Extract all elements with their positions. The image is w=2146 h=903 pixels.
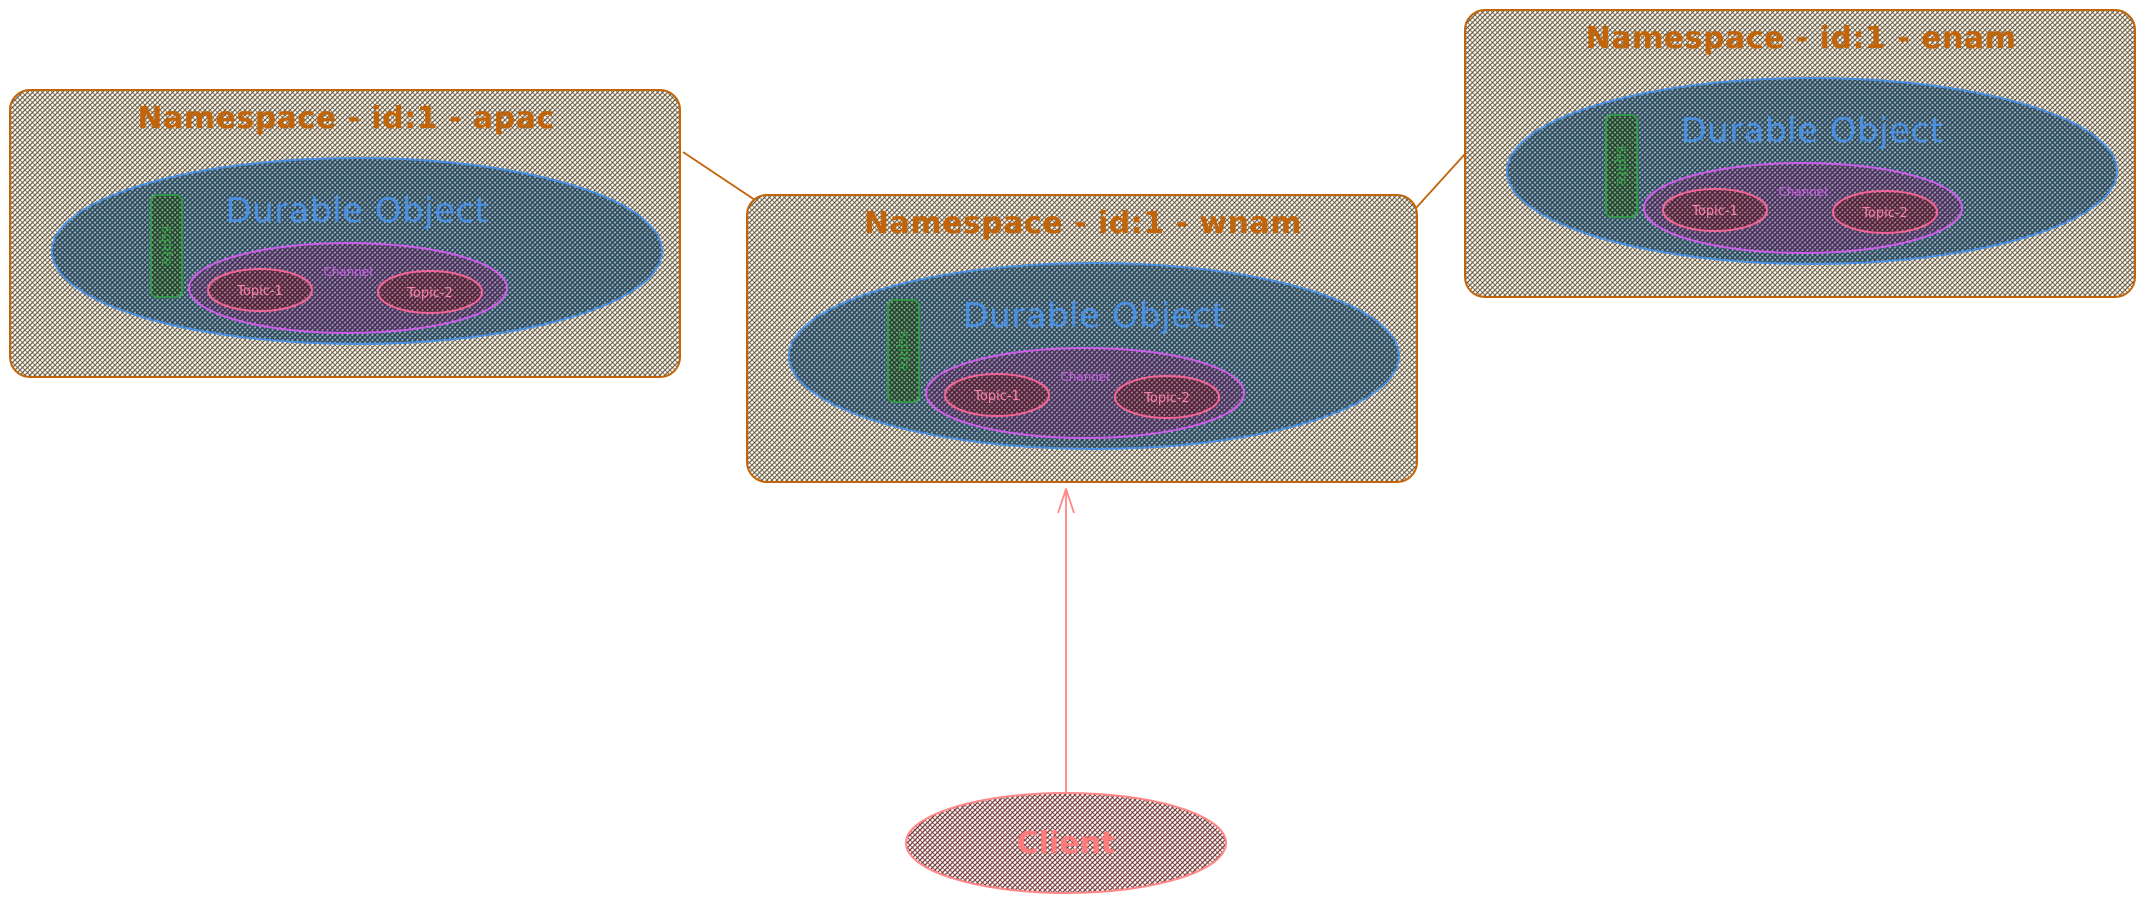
arrowhead-icon (1057, 488, 1075, 514)
client-label: Client (1017, 826, 1116, 861)
topic-ellipse[interactable] (1114, 375, 1220, 419)
topic-label: Topic-1 (1691, 204, 1738, 219)
channel-label: Channel (1060, 370, 1109, 384)
topic-label: Topic-1 (236, 284, 283, 299)
topic-ellipse[interactable] (377, 270, 483, 314)
topic-ellipse[interactable] (207, 268, 313, 312)
topic-label: Topic-2 (406, 286, 453, 301)
topic-ellipse[interactable] (1832, 190, 1938, 234)
topic-ellipse[interactable] (1662, 188, 1768, 232)
sqlite-storage-box[interactable] (150, 194, 183, 298)
topic-ellipse[interactable] (944, 373, 1050, 417)
sqlite-storage-box[interactable] (1605, 114, 1638, 218)
durable-object-label: Durable Object (225, 191, 488, 231)
client-ellipse[interactable] (905, 792, 1227, 894)
sqlite-label: sqlite (1613, 146, 1631, 187)
namespace-title: Namespace - id:1 - enam (1586, 21, 2017, 56)
namespace-title: Namespace - id:1 - wnam (864, 206, 1302, 241)
connector-apac-wnam (682, 151, 756, 201)
namespace-title: Namespace - id:1 - apac (137, 101, 554, 136)
topic-label: Topic-2 (1861, 206, 1908, 221)
connector-wnam-enam (1415, 153, 1466, 209)
topic-label: Topic-1 (973, 389, 1020, 404)
sqlite-label: sqlite (158, 226, 176, 267)
durable-object-label: Durable Object (962, 296, 1225, 336)
channel-label: Channel (323, 265, 372, 279)
topic-label: Topic-2 (1143, 391, 1190, 406)
durable-object-label: Durable Object (1680, 111, 1943, 151)
sqlite-label: sqlite (895, 331, 913, 372)
channel-label: Channel (1778, 185, 1827, 199)
client-to-wnam-arrow (1057, 488, 1075, 793)
client-node[interactable]: Client (905, 792, 1227, 894)
sqlite-storage-box[interactable] (887, 299, 920, 403)
